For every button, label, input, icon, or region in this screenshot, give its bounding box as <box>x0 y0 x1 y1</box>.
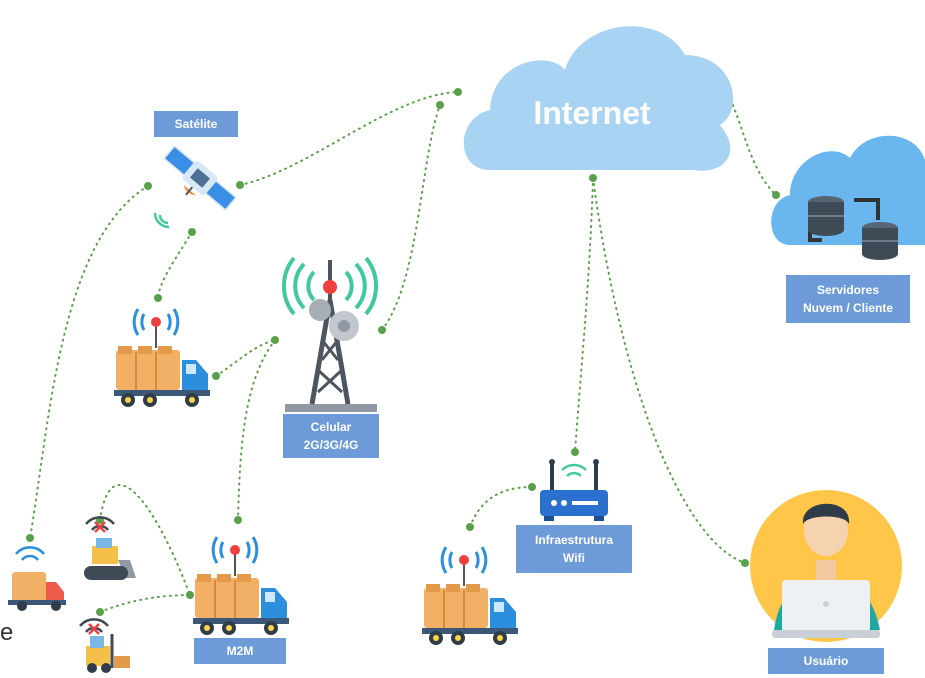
forklift-icon <box>79 618 130 673</box>
svg-text:Nuvem / Cliente: Nuvem / Cliente <box>803 301 893 315</box>
truck-m2m-icon <box>191 535 291 637</box>
connector-internet-servers <box>727 93 777 196</box>
connector-tower-m2m <box>237 339 276 521</box>
satellite-icon <box>163 145 237 211</box>
svg-text:Usuário: Usuário <box>804 654 849 668</box>
label-cellular: Celular 2G/3G/4G <box>283 414 379 458</box>
internet-cloud: Internet <box>463 26 734 171</box>
cell-tower-icon <box>282 256 378 412</box>
internet-title: Internet <box>533 95 651 131</box>
delivery-van-icon <box>8 546 66 611</box>
label-satellite: Satélite <box>154 111 238 137</box>
svg-text:Celular: Celular <box>311 420 352 434</box>
bulldozer-icon <box>84 516 136 580</box>
server-cloud-icon <box>771 135 925 260</box>
connector-wifi-truck <box>469 486 533 528</box>
svg-text:Wifi: Wifi <box>563 551 585 565</box>
connector-satellite-truck <box>157 231 193 299</box>
label-wifi: Infraestrutura Wifi <box>516 525 632 573</box>
wifi-router-icon <box>540 459 608 521</box>
connector-forklift-m2m <box>99 594 191 613</box>
connector-internet-wifi <box>574 177 594 453</box>
connector-bulldozer-m2m <box>99 484 191 596</box>
connector-tower-internet <box>381 104 441 331</box>
label-user: Usuário <box>768 648 884 674</box>
user-laptop-icon <box>750 490 902 642</box>
label-servers: Servidores Nuvem / Cliente <box>786 275 910 323</box>
satellite-signal-icon <box>153 212 170 229</box>
truck-satellite-icon <box>112 307 212 409</box>
svg-text:Satélite: Satélite <box>175 117 218 131</box>
connector-truck-tower <box>215 339 276 377</box>
connector-lines <box>29 91 777 613</box>
svg-text:M2M: M2M <box>227 644 254 658</box>
label-m2m: M2M <box>194 638 286 664</box>
connector-satellite-van <box>29 185 149 539</box>
truck-wifi-icon <box>420 545 520 647</box>
connector-satellite-internet <box>239 91 459 186</box>
svg-text:2G/3G/4G: 2G/3G/4G <box>304 438 359 452</box>
svg-text:Infraestrutura: Infraestrutura <box>535 533 613 547</box>
svg-text:Servidores: Servidores <box>817 283 879 297</box>
connector-internet-user <box>592 177 746 564</box>
edge-text: e <box>0 619 13 646</box>
